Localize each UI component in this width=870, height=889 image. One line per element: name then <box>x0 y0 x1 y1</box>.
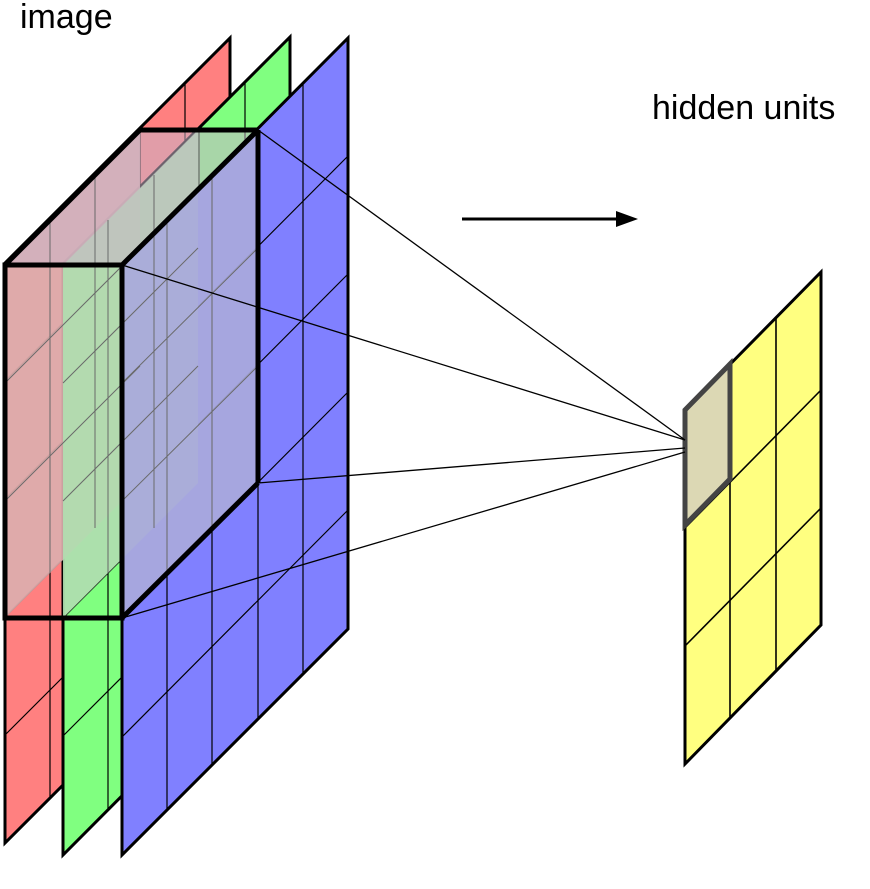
receptive-field-top-face <box>5 130 258 265</box>
hidden-units-face <box>683 268 823 768</box>
projection-lines <box>121 129 686 619</box>
hidden-unit-selected <box>682 357 733 532</box>
forward-arrow <box>462 211 638 227</box>
image-label: image <box>20 0 113 36</box>
arrow-head-icon <box>616 211 638 227</box>
hidden-units-label: hidden units <box>652 89 835 127</box>
hidden-units-plane <box>682 268 823 768</box>
